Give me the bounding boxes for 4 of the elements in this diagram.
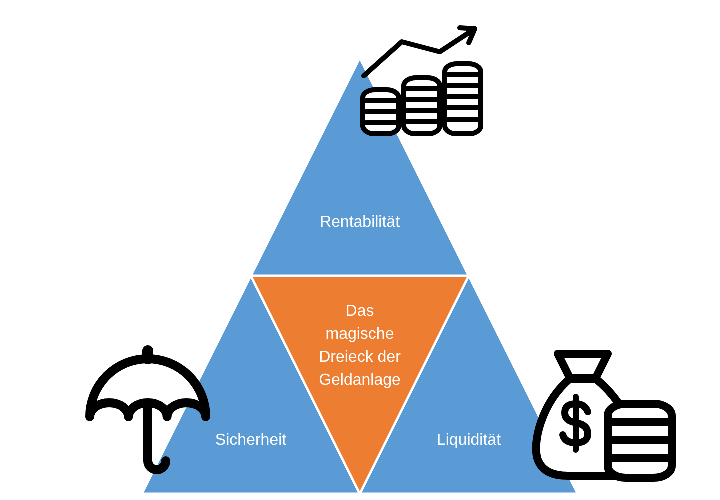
segment-label: Liquidität	[436, 431, 502, 451]
segment-label: Das magische Dreieck der Geldanlage	[318, 302, 402, 391]
segment-label: Sicherheit	[214, 431, 288, 451]
segment-label: Rentabilität	[318, 213, 402, 233]
